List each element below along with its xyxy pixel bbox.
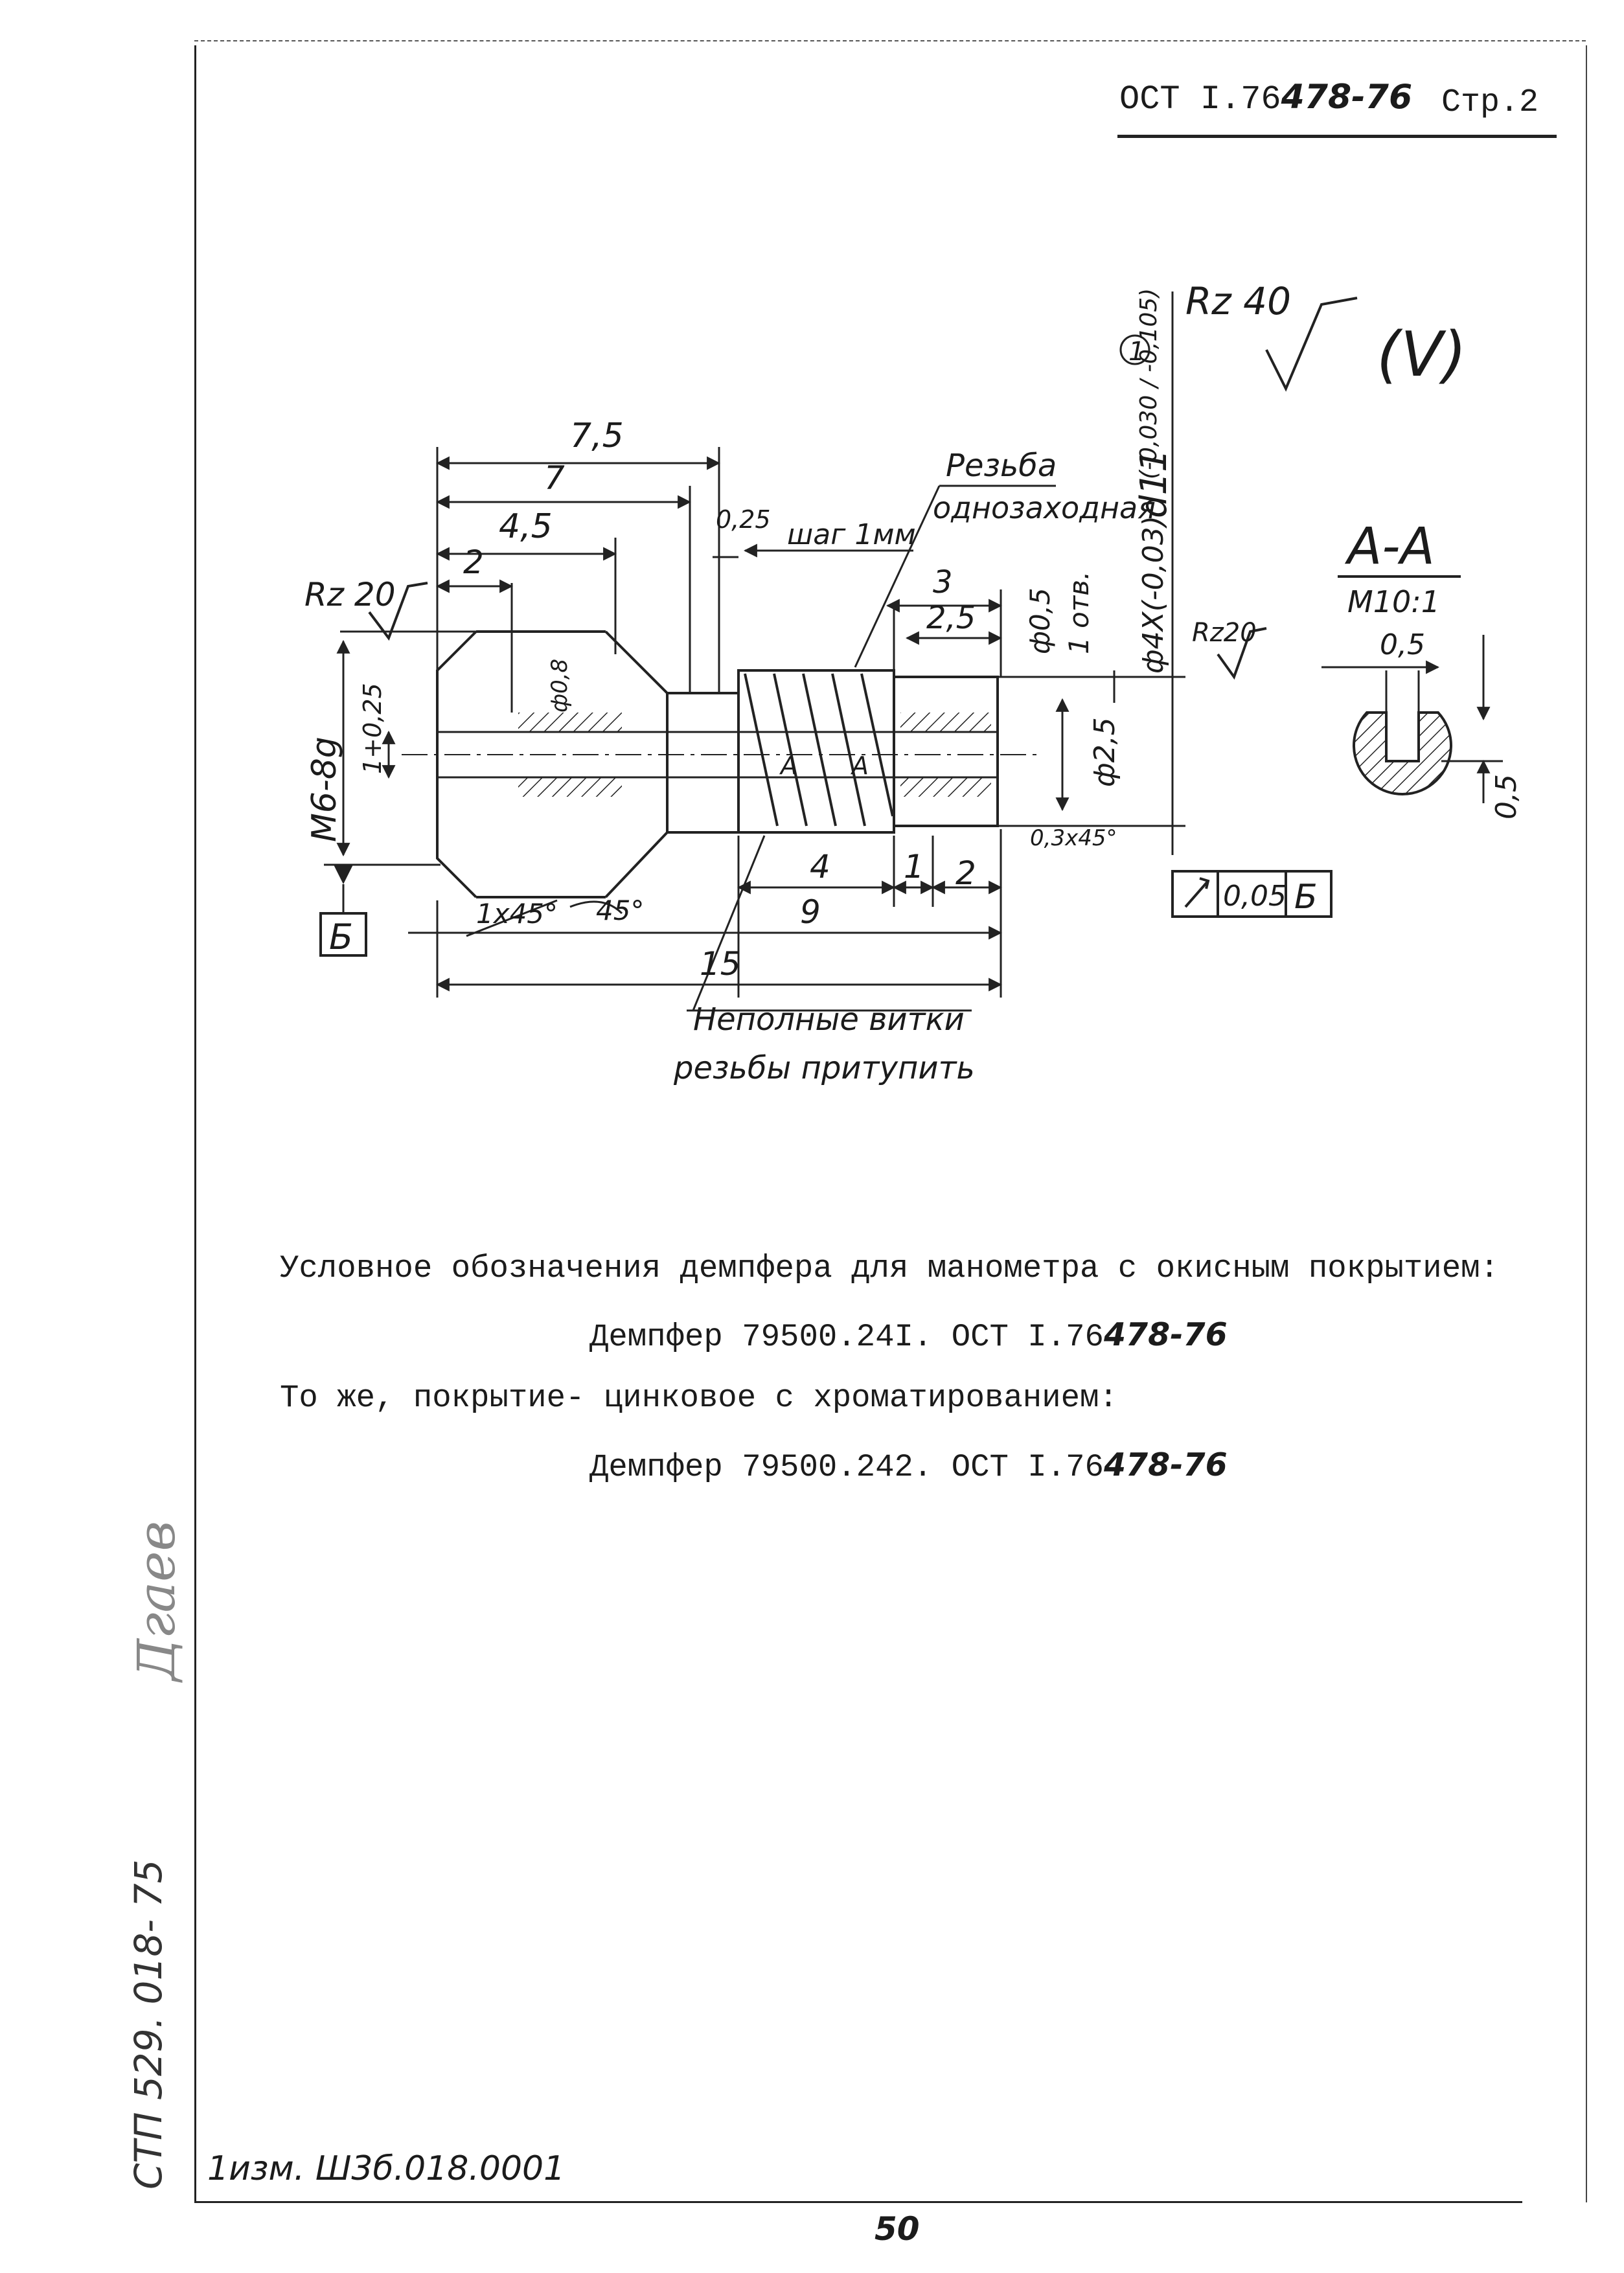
section-mark-right: А [850,751,869,780]
footer-change-note: 1изм. Ш3б.018.0001 [207,2149,566,2188]
roughness-left-label: Rz 20 [304,576,396,613]
dim-0-25: 0,25 [716,505,771,534]
hole-diameter-label: ф0,5 [1024,588,1056,654]
section-scale: М10:1 [1347,584,1440,619]
header-doc-prefix: ОСТ I.76 [1119,80,1281,119]
section-dim-side: 0,5 [1490,774,1523,819]
incomplete-note-line2: резьбы притупить [673,1050,975,1086]
dim-4: 4 [810,848,830,885]
body-line-4-handwritten: 478-76 [1103,1446,1228,1483]
thread-note-line2: однозаходная [933,490,1156,525]
dim-9: 9 [800,893,821,931]
hole-count-label: 1 отв. [1063,571,1095,654]
chamfer-left-label: 1х45° [476,898,558,930]
runout-datum-label: Б [1294,878,1318,917]
circled-mark-label: 1 [1128,337,1145,367]
circled-mark-ring [1119,334,1150,365]
roughness-bracket-label: (V) [1377,319,1467,391]
incomplete-note-line1: Неполные витки [693,1001,965,1038]
roughness-right-label: Rz20 [1192,618,1257,648]
frame-bottom-line [194,2201,1522,2203]
dimension-lines [324,291,1185,1012]
frame-left-line [194,45,196,2202]
thread-m6-label: М6-8g [305,737,344,842]
header-doc-handwritten: 478-76 [1281,78,1413,117]
footer-page-number: 50 [875,2210,920,2248]
dim-3: 3 [933,564,953,600]
dim-4-5: 4,5 [499,507,553,546]
body-line-3: То же, покрытие- цинковое с хроматирован… [280,1380,1118,1416]
header-doc-number: ОСТ I.76478-76 [1119,78,1412,119]
dim-2-bottom: 2 [955,854,976,892]
frame-top-line [194,40,1586,41]
dia-2-5-label: ф2,5 [1088,717,1121,787]
dim-7: 7 [544,459,565,497]
dim-2-5: 2,5 [926,600,976,636]
section-hatching [518,713,991,797]
pitch-label: шаг 1мм [787,518,916,551]
body-line-1: Условное обозначения демпфера для маноме… [280,1250,1499,1286]
angle-45-label: 45° [596,895,644,926]
datum-symbol [319,865,367,957]
body-line-4: Демпфер 79500.242. ОСТ I.76478-76 [589,1446,1228,1485]
dim-15: 15 [700,945,741,983]
section-title: А-А [1344,518,1435,576]
bore-0-8-label: ф0,8 [547,659,573,713]
thread-note-line1: Резьба [946,448,1057,484]
margin-vertical-code: СТП 529. 018- 75 [126,1859,170,2189]
chamfer-right-label: 0,3х45° [1030,825,1117,851]
roughness-symbols [368,297,1358,680]
frame-right-line [1586,45,1587,2202]
dim-1: 1 [904,848,924,885]
body-line-2-prefix: Демпфер 79500.24I. ОСТ I.76 [589,1319,1104,1355]
runout-frame [1171,870,1332,918]
body-line-4-prefix: Демпфер 79500.242. ОСТ I.76 [589,1449,1104,1485]
datum-letter-label: Б [329,917,353,957]
margin-signature: Дгаев [126,1520,187,1681]
body-line-2: Демпфер 79500.24I. ОСТ I.76478-76 [589,1316,1228,1355]
bore-1-label: 1+0,25 [358,683,387,774]
dim-overall-length: 7,5 [570,417,624,455]
body-line-2-handwritten: 478-76 [1103,1316,1228,1353]
section-mark-left: А [779,751,797,780]
header-page-label: Стр.2 [1441,84,1539,121]
section-view [1321,575,1503,803]
roughness-general-label: Rz 40 [1185,279,1291,323]
section-dim-top: 0,5 [1380,628,1425,661]
fit-d11-label: d11 [1133,449,1175,518]
runout-value-label: 0,05 [1223,880,1287,913]
dim-2-top: 2 [463,543,484,581]
outer-diameter-label: ф4Х(-0,03) [1137,516,1170,674]
header-underline [1117,135,1557,138]
fit-tolerance-label: (-0,030 / -0,105) [1136,288,1162,479]
